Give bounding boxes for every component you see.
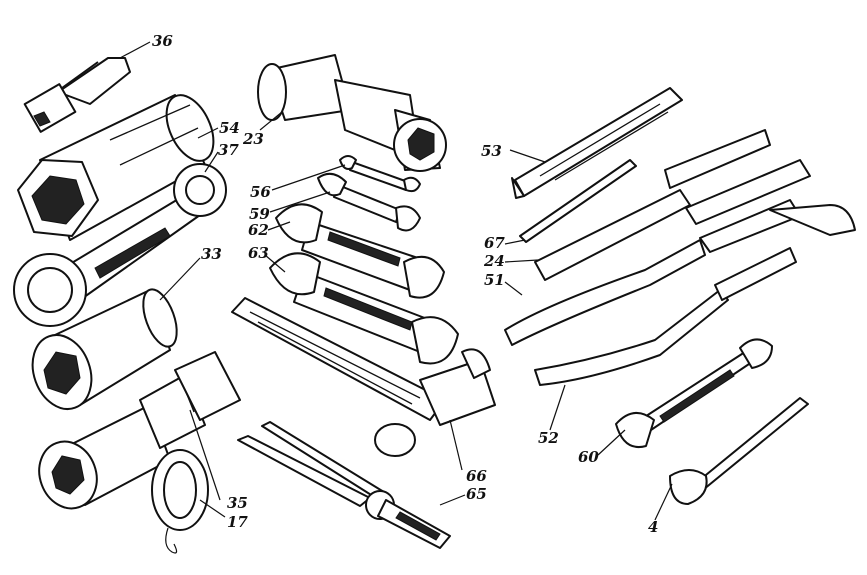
label-60: 60 (578, 448, 599, 466)
label-67: 67 (484, 234, 505, 252)
ring-wrench (13, 163, 227, 327)
label-56: 56 (250, 183, 271, 201)
pliers (237, 421, 451, 549)
label-35: 35 (227, 494, 248, 512)
label-37: 37 (218, 141, 239, 159)
label-66: 66 (466, 467, 487, 485)
tape-measure (151, 449, 209, 554)
label-23: 23 (242, 130, 264, 148)
hook-spanner (669, 397, 809, 505)
label-4: 4 (648, 518, 658, 536)
leader-lines (119, 41, 673, 521)
double-socket-tube (31, 288, 178, 410)
tyre-lever-52 (534, 247, 797, 386)
label-59: 59 (249, 205, 270, 223)
hammer (231, 297, 496, 457)
wrench-60 (615, 338, 773, 448)
wrench-62 (275, 203, 445, 299)
label-36: 36 (152, 32, 173, 50)
screwdriver-24 (534, 129, 811, 281)
wrench-59 (317, 172, 421, 232)
tyre-lever-51 (504, 199, 856, 346)
screwdriver-53 (511, 87, 683, 199)
label-33: 33 (201, 245, 222, 263)
label-17: 17 (227, 513, 248, 531)
label-53: 53 (481, 142, 502, 160)
label-24: 24 (483, 252, 505, 270)
socket-tube-with-handle (38, 351, 241, 510)
t-handle-socket-key (23, 57, 131, 133)
wrench-63 (269, 252, 459, 365)
label-52: 52 (538, 429, 559, 447)
label-63: 63 (248, 244, 269, 262)
part-labels: 36 54 37 23 56 59 62 63 33 53 67 24 51 5… (152, 32, 658, 536)
double-socket-spanner (257, 54, 447, 172)
label-65: 65 (466, 485, 487, 503)
label-62: 62 (248, 221, 269, 239)
label-54: 54 (219, 119, 240, 137)
label-51: 51 (484, 271, 505, 289)
large-hex-socket-tube (17, 94, 215, 241)
